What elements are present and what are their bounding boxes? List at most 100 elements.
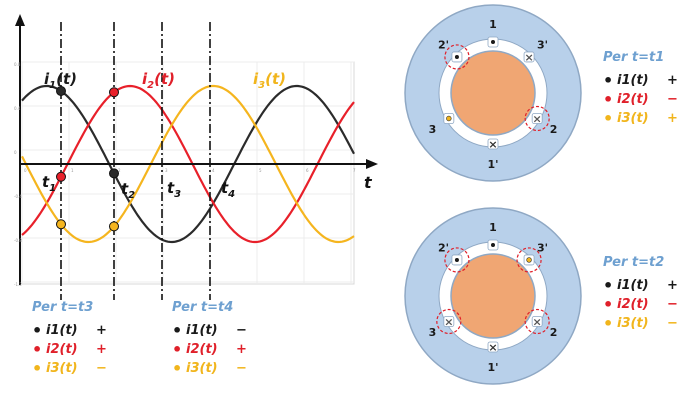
panel-row: •i1(t)+: [603, 71, 678, 90]
highlight-ring: [524, 308, 550, 335]
current-label: i3(t): [617, 111, 649, 126]
panel-row: •i3(t)−: [32, 359, 107, 378]
highlight-ring: [444, 44, 470, 70]
slot-box: [487, 341, 499, 353]
current-cross-icon: ×: [444, 316, 453, 329]
current-dot-icon: [526, 257, 532, 263]
current-label: i2(t): [46, 342, 78, 357]
rotor: [450, 50, 536, 136]
curve-i1: [21, 84, 355, 244]
slot-2': 2': [438, 39, 470, 70]
y-tick-label: -0.8: [14, 238, 22, 243]
current-dot-icon: [454, 257, 459, 262]
motor-diagram-t1: 12'×3'3×2×1': [404, 4, 582, 182]
point-i1: [56, 85, 66, 96]
current-label: i3(t): [186, 361, 218, 376]
current-cross-icon: ×: [488, 341, 497, 354]
point-i3: [56, 219, 66, 230]
y-axis-arrow: [15, 14, 25, 26]
bullet-icon: •: [603, 276, 614, 295]
y-tick-label: 0: [14, 150, 17, 155]
label-i1: i1(t): [44, 70, 77, 91]
slot-1': ×1': [487, 341, 498, 374]
x-tick-label: 1: [71, 168, 74, 173]
panel-t2-title: Per t=t2: [603, 255, 665, 270]
current-label: i3(t): [46, 361, 78, 376]
highlight-ring: [524, 105, 550, 132]
slot-label: 3': [537, 242, 548, 255]
panel-t1-title: Per t=t1: [603, 50, 665, 65]
current-cross-icon: ×: [488, 138, 497, 151]
x-tick-label: 6: [306, 168, 309, 173]
x-tick-label: 4: [212, 168, 215, 173]
slot-label: 3: [429, 326, 437, 339]
highlight-ring: [516, 247, 542, 273]
slot-3': 3': [516, 242, 548, 273]
current-dot-icon: [491, 243, 495, 247]
current-label: i3(t): [617, 316, 649, 331]
slot-label: 2': [438, 242, 449, 255]
slot-2: ×2: [524, 105, 558, 136]
slot-label: 2': [438, 39, 449, 52]
panel-row: •i3(t)−: [172, 359, 247, 378]
curve-i3: [21, 84, 355, 244]
slot-label: 1: [489, 221, 497, 234]
curves: [21, 84, 355, 244]
sign-value: +: [96, 323, 107, 338]
sign-value: −: [667, 92, 678, 107]
slot-box: [487, 138, 499, 150]
panel-row: •i1(t)−: [172, 321, 247, 340]
panel-row: •i1(t)+: [603, 276, 678, 295]
time-mark-t2: t2: [121, 180, 135, 201]
label-i2: i2(t): [142, 70, 175, 91]
bullet-icon: •: [172, 340, 183, 359]
current-dot-icon: [454, 54, 459, 59]
x-tick-label: 3: [165, 168, 168, 173]
sign-value: +: [667, 111, 678, 126]
panel-row: •i3(t) −: [603, 314, 678, 333]
slot-3: 3: [429, 113, 455, 136]
current-cross-icon: ×: [524, 51, 533, 64]
slot-label: 1': [487, 158, 498, 171]
panel-t1: Per t=t1 •i1(t)+•i2(t)−•i3(t)+: [603, 50, 678, 128]
y-tick-label: 0.4: [14, 106, 21, 111]
bullet-icon: •: [32, 321, 43, 340]
slot-label: 2: [550, 123, 558, 136]
slot-box: [531, 113, 543, 124]
bullet-icon: •: [603, 314, 614, 333]
time-mark-t1: t1: [42, 173, 56, 194]
x-tick-label: 2: [118, 168, 121, 173]
panel-t3: Per t=t3 •i1(t)+•i2(t)+•i3(t)−: [32, 300, 107, 378]
current-cross-icon: ×: [533, 316, 542, 329]
highlight-ring: [444, 247, 470, 273]
current-cross-icon: ×: [533, 113, 542, 126]
x-axis-arrow: [366, 159, 378, 169]
sign-value: −: [236, 361, 247, 376]
bullet-icon: •: [172, 321, 183, 340]
label-i3: i3(t): [253, 70, 286, 91]
current-label: i1(t): [617, 278, 649, 293]
sign-value: +: [96, 342, 107, 357]
x-tick-label: 0: [24, 168, 27, 173]
sign-value: +: [667, 73, 678, 88]
slot-3': × 3': [523, 39, 548, 64]
current-label: i2(t): [186, 342, 218, 357]
bullet-icon: •: [32, 340, 43, 359]
slot-label: 2: [550, 326, 558, 339]
sign-value: −: [667, 297, 678, 312]
current-label: i1(t): [186, 323, 218, 338]
y-tick-label: 0.8: [14, 62, 21, 67]
slot-1: 1: [487, 221, 499, 251]
bullet-icon: •: [603, 90, 614, 109]
point-i2: [56, 171, 66, 182]
plot-area: [21, 61, 355, 285]
panel-t4-title: Per t=t4: [172, 300, 234, 315]
current-label: i1(t): [46, 323, 78, 338]
curve-i2: [21, 84, 355, 244]
panel-row: •i1(t) +: [32, 321, 107, 340]
sign-value: −: [667, 316, 678, 331]
current-label: i1(t): [617, 73, 649, 88]
slot-label: 3': [537, 39, 548, 52]
y-tick-label: -0.4: [14, 194, 22, 199]
